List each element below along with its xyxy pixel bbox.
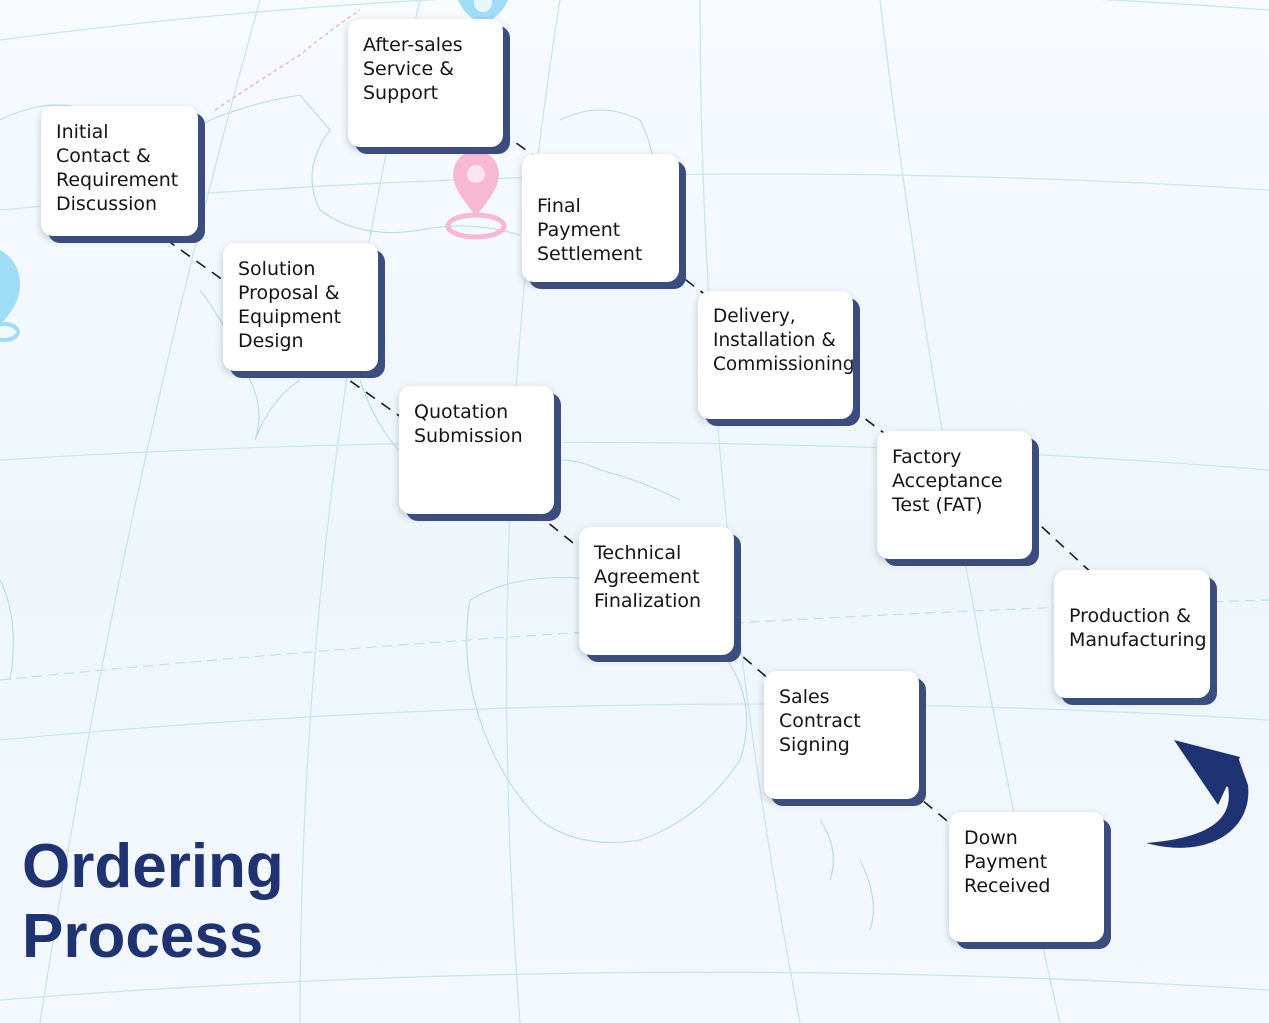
step-card-sales-contract: Sales Contract Signing bbox=[764, 671, 919, 799]
connector-line bbox=[334, 369, 441, 446]
step-label: After-sales Service & Support bbox=[363, 34, 463, 104]
connector-line bbox=[149, 227, 259, 306]
step-label: Final Payment Settlement bbox=[537, 195, 643, 265]
location-pin-icon bbox=[458, 0, 508, 24]
step-label: Technical Agreement Finalization bbox=[594, 542, 702, 612]
step-label: Factory Acceptance Test (FAT) bbox=[892, 446, 1003, 516]
step-label: Quotation Submission bbox=[414, 401, 523, 447]
location-pin-icon bbox=[445, 151, 507, 240]
step-label: Production & Manufacturing bbox=[1069, 605, 1207, 651]
location-pin-icon bbox=[0, 250, 20, 342]
step-card-fat: Factory Acceptance Test (FAT) bbox=[877, 431, 1032, 559]
step-card-quotation: Quotation Submission bbox=[399, 386, 554, 514]
page-title-second-line: Process bbox=[22, 906, 263, 968]
curved-return-arrow-icon bbox=[1146, 740, 1249, 848]
step-card-initial-contact: Initial Contact & Requirement Discussion bbox=[41, 106, 198, 236]
step-label: Sales Contract Signing bbox=[779, 686, 861, 756]
step-card-production: Production & Manufacturing bbox=[1054, 570, 1210, 698]
step-card-delivery: Delivery, Installation & Commissioning bbox=[698, 291, 855, 419]
step-label: Solution Proposal & Equipment Design bbox=[238, 258, 342, 352]
step-card-technical-agreement: Technical Agreement Finalization bbox=[579, 527, 734, 655]
step-label: Delivery, Installation & Commissioning bbox=[713, 306, 855, 375]
step-card-after-sales: After-sales Service & Support bbox=[348, 19, 503, 147]
step-card-solution-proposal: Solution Proposal & Equipment Design bbox=[223, 243, 378, 371]
step-card-down-payment: Down Payment Received bbox=[949, 812, 1104, 942]
page-title-line-1: Ordering bbox=[22, 832, 284, 901]
step-card-final-payment: Final Payment Settlement bbox=[522, 154, 679, 282]
connector-line bbox=[519, 499, 626, 586]
page-title-line-2: Process bbox=[22, 902, 264, 971]
step-label: Down Payment Received bbox=[964, 827, 1051, 897]
step-label: Initial Contact & Requirement Discussion bbox=[56, 121, 179, 215]
page-title: Ordering bbox=[22, 836, 284, 898]
